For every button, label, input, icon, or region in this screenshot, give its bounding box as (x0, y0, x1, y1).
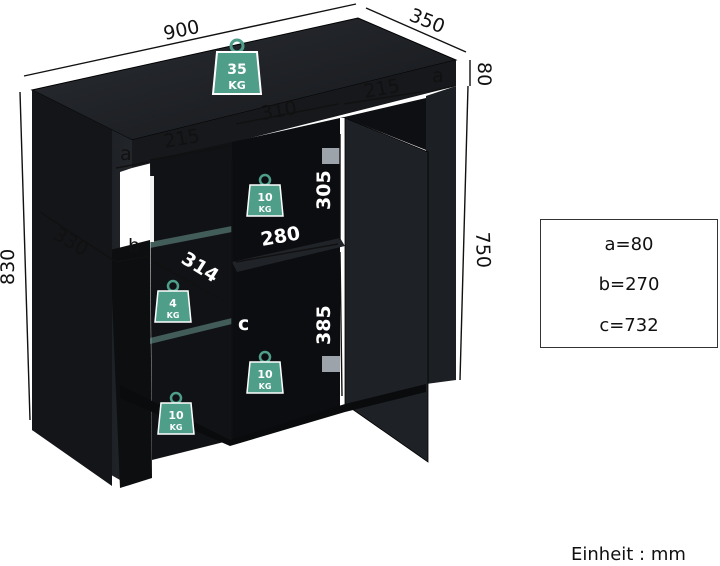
label-width: 900 (161, 16, 201, 45)
label-a-right: a (432, 65, 444, 87)
dim-line-shelf-width (235, 243, 339, 263)
cabinet-left-front-panel (110, 240, 152, 488)
led-strip (150, 176, 154, 242)
weight-middle-lower-value: 10 (257, 368, 273, 381)
dim-line-a-right (427, 85, 455, 93)
weight-badge-top: 35 KG (211, 38, 263, 95)
weight-middle-upper-unit: KG (259, 205, 272, 214)
legend-box: a=80 b=270 c=732 (540, 219, 718, 348)
weight-top-value: 35 (227, 62, 246, 78)
dim-line-side-height (459, 85, 469, 381)
dim-line-width (23, 3, 357, 77)
dim-line-a-left (115, 161, 149, 169)
dim-line-depth (365, 7, 467, 53)
label-height: 830 (0, 249, 19, 285)
dim-line-b (115, 255, 151, 263)
glass-shelf-lower (150, 318, 232, 344)
left-compartment (150, 142, 232, 460)
weight-middle-lower-unit: KG (259, 382, 272, 391)
weight-glass-shelf-unit: KG (167, 311, 180, 320)
label-a-left: a (120, 143, 132, 165)
cabinet-plinth (120, 384, 426, 446)
weight-top-unit: KG (228, 79, 246, 92)
dim-line-left-comp (149, 145, 231, 161)
legend-c: c=732 (599, 315, 659, 336)
middle-shelf (232, 238, 345, 272)
right-compartment (340, 98, 426, 150)
dim-line-shelf-depth (153, 261, 223, 301)
weight-badge-middle-upper: 10 KG (246, 173, 284, 217)
legend-a: a=80 (604, 234, 654, 255)
hinge-lower (322, 356, 340, 372)
label-upper-height: 305 (313, 170, 335, 210)
dim-line-right-comp (343, 91, 421, 105)
weight-badge-middle-lower: 10 KG (246, 350, 284, 394)
label-top-thickness: 80 (473, 62, 495, 86)
label-side-height: 750 (471, 231, 494, 268)
weight-left-bottom-value: 10 (168, 409, 184, 422)
weight-glass-shelf-value: 4 (169, 297, 177, 310)
cabinet-left-end (32, 90, 112, 486)
glass-shelf-upper (150, 226, 232, 248)
label-b: b (128, 235, 140, 257)
cabinet-door (344, 117, 429, 463)
dimension-lines (19, 3, 471, 438)
legend-b: b=270 (598, 274, 660, 295)
dim-line-lower (339, 251, 343, 397)
dim-line-mid-comp (235, 103, 339, 125)
label-depth: 350 (406, 4, 448, 38)
hinge-upper (322, 148, 340, 164)
cabinet-right-side (426, 86, 456, 384)
label-c: c (238, 313, 249, 335)
label-lower-height: 385 (313, 305, 335, 345)
dim-line-height (19, 91, 31, 421)
dim-line-side-depth (39, 211, 117, 263)
weight-badge-left-bottom: 10 KG (157, 391, 195, 435)
unit-label: Einheit : mm (571, 544, 686, 565)
weight-badge-glass-shelf: 4 KG (154, 279, 192, 323)
cabinet-top-front (132, 60, 456, 168)
weight-middle-upper-value: 10 (257, 191, 273, 204)
weight-left-bottom-unit: KG (170, 423, 183, 432)
